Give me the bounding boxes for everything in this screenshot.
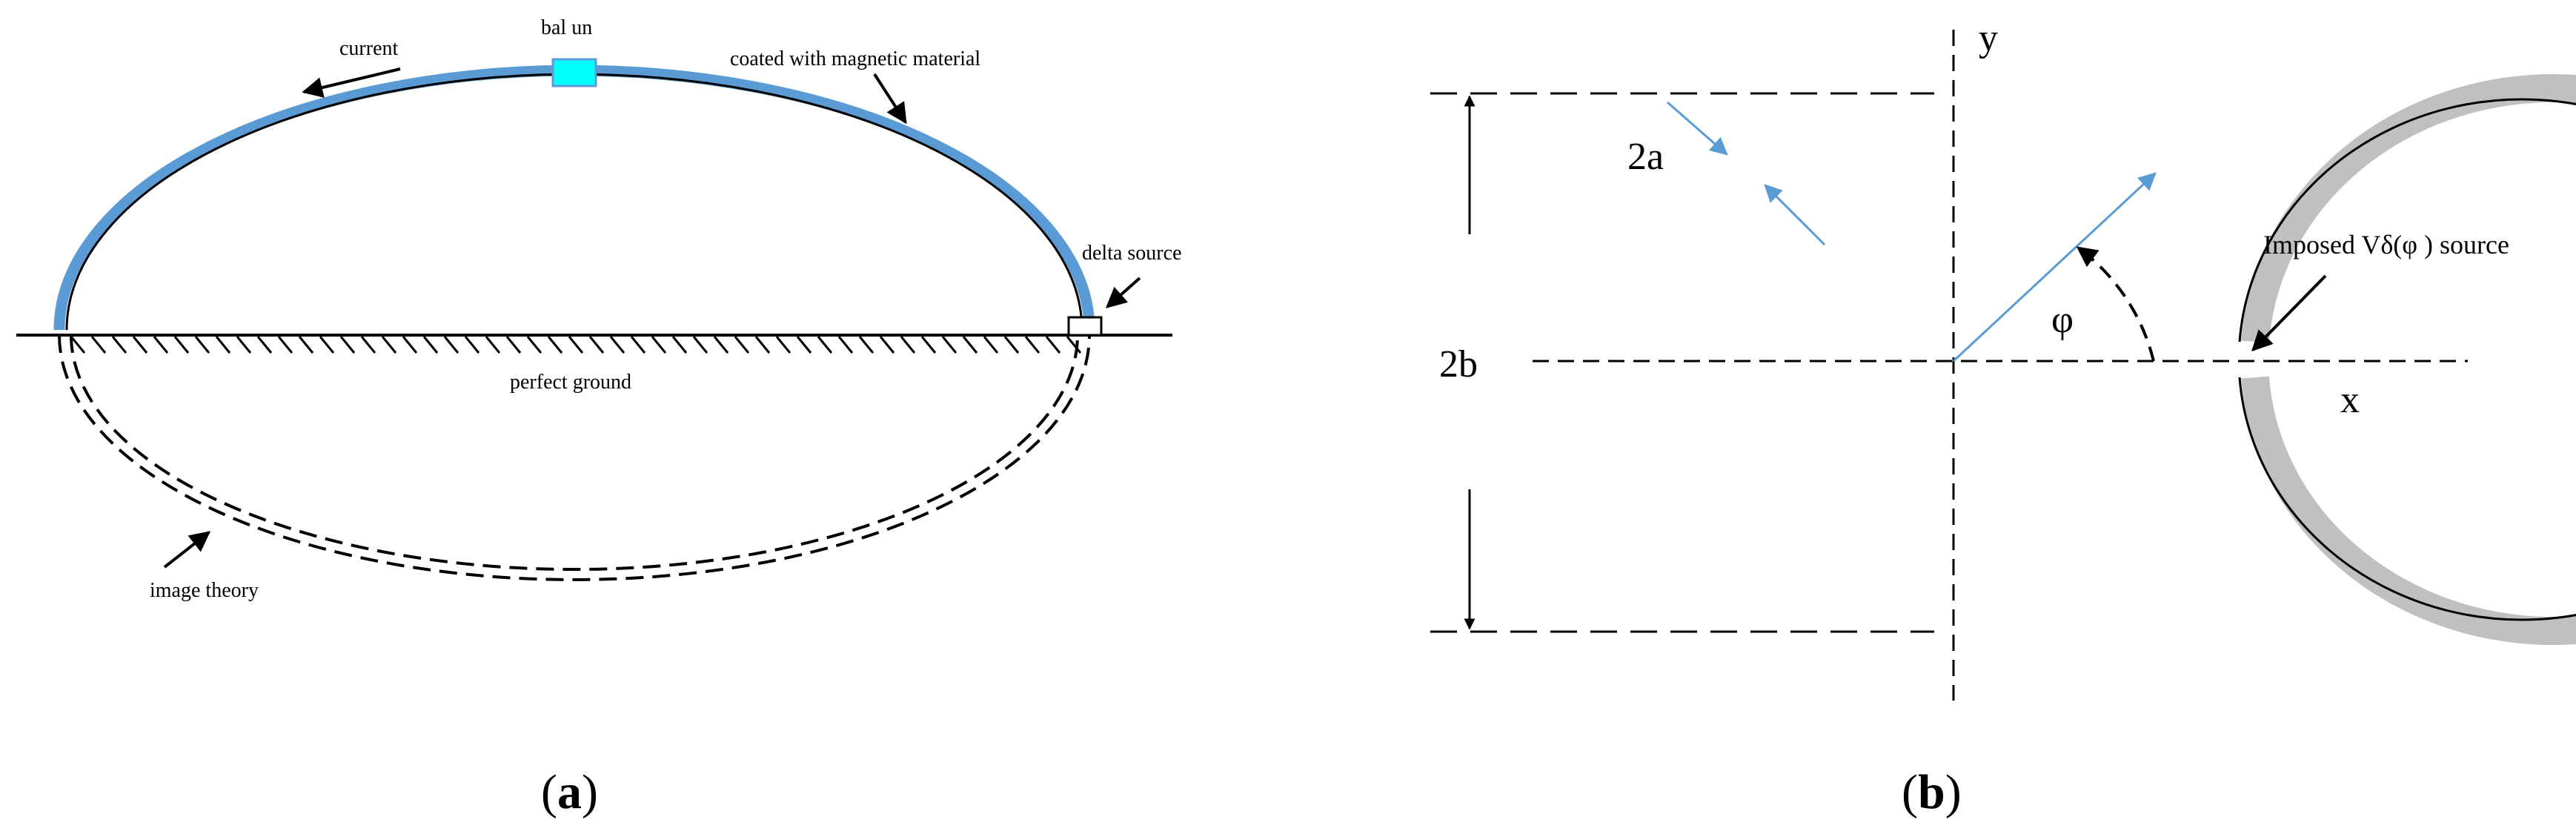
panel-a: current bal un coated with magnetic mate… [16, 16, 1182, 819]
balun-label: bal un [541, 16, 592, 39]
hatch-mark [360, 336, 376, 354]
hatch-mark [153, 336, 169, 354]
hatch-mark [1003, 336, 1020, 354]
y-axis-label: y [1979, 17, 1998, 59]
hatch-mark [422, 336, 439, 354]
panel-b: y x 2a 2b φ Imposed Vδ(φ ) source (b) [1430, 17, 2576, 819]
hatch-mark [111, 336, 127, 354]
hatch-mark [941, 336, 957, 354]
delta-source-arrow [1105, 277, 1141, 308]
hatch-mark [402, 336, 418, 354]
hatch-mark [505, 336, 522, 354]
coated-label: coated with magnetic material [730, 47, 980, 70]
wire-radius-label: 2a [1627, 136, 1664, 178]
hatch-mark [651, 336, 667, 354]
hatch-mark [1066, 336, 1082, 354]
hatch-mark [692, 336, 708, 354]
current-label: current [339, 37, 399, 60]
hatch-mark [132, 336, 148, 354]
ground-hatching [70, 336, 1082, 354]
magnetic-coating [53, 64, 1095, 331]
hatch-mark [920, 336, 937, 354]
radius-arrow [1952, 172, 2157, 363]
hatch-mark [796, 336, 812, 354]
hatch-mark [464, 336, 480, 354]
hatch-mark [983, 336, 999, 354]
delta-source-label: delta source [1082, 242, 1182, 265]
hatch-mark [381, 336, 397, 354]
wire-radius-arrow-inner [1764, 184, 1826, 246]
perfect-ground-label: perfect ground [510, 371, 631, 394]
hatch-mark [630, 336, 646, 354]
hatch-mark [236, 336, 252, 354]
hatch-mark [734, 336, 750, 354]
hatch-mark [817, 336, 833, 354]
current-arrow [302, 67, 401, 98]
hatch-mark [1024, 336, 1040, 354]
hatch-mark [277, 336, 293, 354]
hatch-mark [298, 336, 314, 354]
hatch-mark [900, 336, 916, 354]
hatch-mark [754, 336, 771, 354]
hatch-mark [70, 336, 86, 354]
hatch-mark [588, 336, 605, 354]
hatch-mark [1045, 336, 1061, 354]
image-loop-outer [58, 334, 1091, 581]
hatch-mark [194, 336, 210, 354]
source-label: Imposed Vδ(φ ) source [2263, 230, 2509, 259]
angle-label: φ [2051, 299, 2074, 341]
antenna-wire-upper [65, 73, 1083, 331]
hatch-mark [215, 336, 231, 354]
hatch-mark [609, 336, 625, 354]
caption-b: (b) [1902, 765, 1962, 819]
hatch-mark [775, 336, 791, 354]
hatch-mark [256, 336, 273, 354]
coating-ring [2241, 74, 2576, 645]
hatch-mark [319, 336, 335, 354]
hatch-mark [547, 336, 563, 354]
hatch-mark [671, 336, 688, 354]
coated-arrow [873, 73, 907, 125]
image-theory-label: image theory [150, 579, 259, 602]
wire-radius-arrow-outer [1667, 101, 1728, 156]
delta-source-box [1067, 316, 1103, 337]
hatch-mark [485, 336, 501, 354]
hatch-mark [526, 336, 542, 354]
hatch-mark [339, 336, 356, 354]
hatch-mark [713, 336, 729, 354]
image-theory-arrow [163, 531, 211, 569]
hatch-mark [858, 336, 874, 354]
hatch-mark [173, 336, 190, 354]
angle-arc [2076, 246, 2155, 362]
x-axis-label: x [2340, 379, 2360, 421]
caption-a: (a) [541, 765, 598, 819]
hatch-mark [443, 336, 459, 354]
hatch-mark [837, 336, 854, 354]
loop-wire [2238, 98, 2576, 621]
hatch-mark [879, 336, 895, 354]
hatch-mark [568, 336, 584, 354]
hatch-mark [90, 336, 107, 354]
loop-size-label: 2b [1439, 343, 1478, 386]
balun-box [551, 58, 597, 87]
hatch-mark [962, 336, 978, 354]
image-loop-inner [70, 334, 1079, 571]
source-arrow [2251, 274, 2327, 351]
